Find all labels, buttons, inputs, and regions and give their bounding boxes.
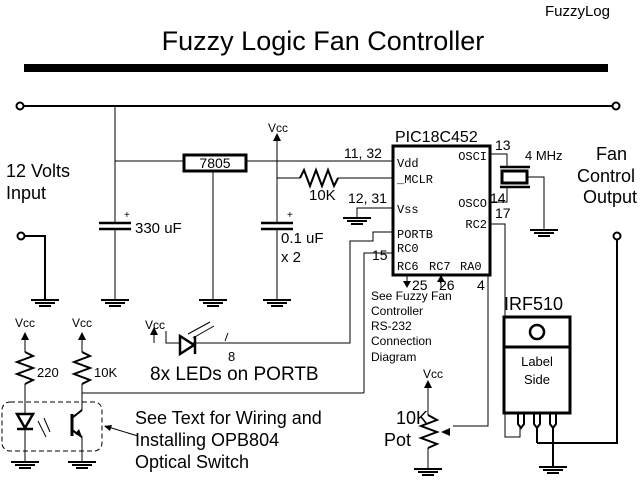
svg-text:10K: 10K — [396, 408, 428, 428]
svg-text:See Text for Wiring and: See Text for Wiring and — [135, 408, 322, 428]
svg-text:Diagram: Diagram — [371, 350, 416, 364]
svg-text:RC6: RC6 — [397, 260, 419, 274]
svg-text:RC0: RC0 — [397, 242, 419, 256]
svg-text:17: 17 — [495, 205, 511, 221]
page-title: Fuzzy Logic Fan Controller — [162, 26, 485, 56]
svg-text:15: 15 — [372, 247, 388, 263]
svg-text:IRF510: IRF510 — [504, 294, 563, 314]
portb-bus — [165, 231, 393, 344]
svg-text:Vcc: Vcc — [145, 318, 165, 332]
svg-text:PORTB: PORTB — [397, 228, 433, 242]
corner-label: FuzzyLog — [545, 3, 610, 20]
crystal-4mhz: 4 MHz — [490, 148, 563, 237]
svg-text:Vcc: Vcc — [268, 121, 288, 135]
svg-text:10K: 10K — [309, 187, 336, 204]
svg-text:Controller: Controller — [371, 304, 423, 318]
svg-text:RA0: RA0 — [460, 260, 482, 274]
svg-text:+: + — [287, 210, 293, 221]
mosfet-irf510: IRF510 Label Side — [502, 294, 572, 474]
svg-text:7805: 7805 — [199, 155, 230, 171]
rc0-wire — [363, 252, 393, 393]
resistor-mclr: 10K — [277, 167, 395, 204]
svg-text:Pot: Pot — [384, 430, 411, 450]
svg-text:330 uF: 330 uF — [135, 220, 182, 237]
svg-text:Installing OPB804: Installing OPB804 — [135, 430, 279, 450]
wiring-note: See Text for Wiring and Installing OPB80… — [135, 408, 322, 472]
output-label: Fan Control Output — [577, 144, 637, 207]
svg-text:PIC18C452: PIC18C452 — [395, 129, 478, 146]
svg-text:Input: Input — [6, 183, 46, 203]
svg-text:Vcc: Vcc — [423, 367, 443, 381]
svg-text:25: 25 — [412, 277, 428, 293]
potentiometer-10k: Vcc 10K Pot — [384, 367, 450, 476]
input-ground-terminal — [16, 231, 60, 307]
svg-text:RC2: RC2 — [465, 218, 487, 232]
vss-ground — [342, 207, 395, 225]
svg-text:0.1 uF: 0.1 uF — [281, 230, 324, 247]
svg-text:RC7: RC7 — [429, 260, 451, 274]
led-array: Vcc 8 8x LEDs on PORTB — [145, 318, 319, 385]
svg-text:Label: Label — [521, 354, 553, 369]
title-rule — [24, 64, 608, 72]
svg-text:4: 4 — [477, 277, 485, 293]
svg-text:Vcc: Vcc — [72, 316, 92, 330]
input-label: 12 Volts Input — [6, 161, 70, 203]
pot-wiper-wire — [453, 275, 489, 427]
svg-text:Vcc: Vcc — [15, 316, 35, 330]
serial-arrows — [403, 275, 445, 288]
svg-text:_MCLR: _MCLR — [396, 173, 433, 187]
svg-text:RS-232: RS-232 — [371, 319, 412, 333]
svg-text:Control: Control — [577, 166, 635, 186]
svg-text:13: 13 — [495, 137, 511, 153]
svg-text:Side: Side — [524, 372, 550, 387]
svg-text:Fan: Fan — [596, 144, 627, 164]
svg-text:8: 8 — [228, 349, 235, 364]
svg-text:+: + — [124, 210, 130, 221]
svg-text:14: 14 — [490, 190, 506, 206]
svg-text:Vss: Vss — [397, 203, 419, 217]
gate-wire — [490, 223, 521, 438]
svg-text:8x LEDs on PORTB: 8x LEDs on PORTB — [150, 364, 319, 385]
mcu-pic18c452: PIC18C452 Vdd _MCLR Vss PORTB RC0 RC6 RC… — [391, 129, 492, 277]
svg-text:220: 220 — [37, 365, 59, 380]
svg-text:11, 32: 11, 32 — [344, 145, 382, 161]
regulator-7805: 7805 — [115, 153, 395, 307]
output-terminal — [537, 231, 622, 444]
svg-text:Optical Switch: Optical Switch — [135, 452, 249, 472]
optical-switch: Vcc Vcc 220 10K — [1, 252, 393, 469]
svg-text:Vdd: Vdd — [397, 157, 419, 171]
svg-text:10K: 10K — [94, 365, 117, 380]
svg-text:See Fuzzy Fan: See Fuzzy Fan — [371, 289, 452, 303]
svg-text:x 2: x 2 — [281, 249, 301, 266]
svg-text:Connection: Connection — [371, 334, 432, 348]
rail-12v — [15, 101, 621, 111]
svg-text:OSCO: OSCO — [458, 197, 487, 211]
svg-text:OSCI: OSCI — [458, 150, 487, 164]
svg-text:12, 31: 12, 31 — [348, 190, 387, 206]
svg-text:4 MHz: 4 MHz — [525, 148, 563, 163]
cap-330uf: + 330 uF — [99, 106, 182, 307]
vcc-node: Vcc + 0.1 uF x 2 — [261, 121, 324, 307]
svg-text:12 Volts: 12 Volts — [6, 161, 70, 181]
rs232-note: See Fuzzy Fan Controller RS-232 Connecti… — [371, 289, 452, 364]
svg-text:Output: Output — [583, 187, 637, 207]
